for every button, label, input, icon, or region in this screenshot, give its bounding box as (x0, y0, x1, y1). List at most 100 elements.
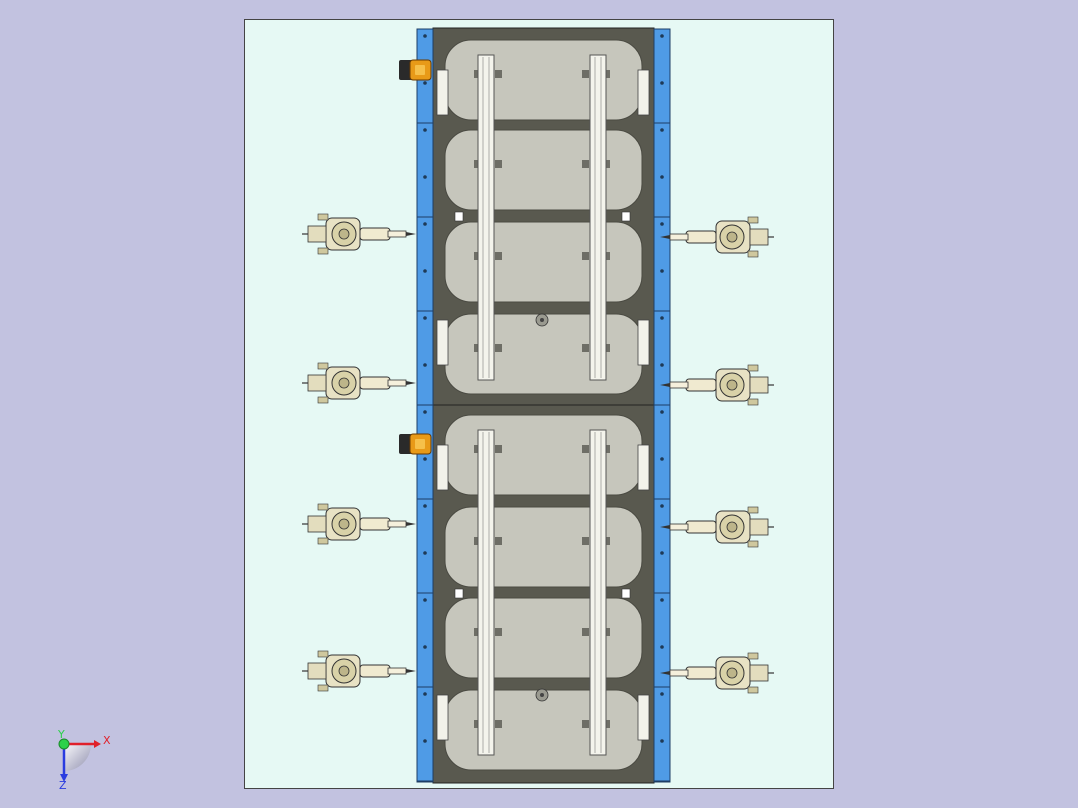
guide-tube (589, 54, 607, 381)
robot-rear-unit (749, 518, 769, 536)
robot-arm (685, 378, 717, 392)
robot-rear-unit (307, 662, 327, 680)
robot-forearm (387, 667, 407, 675)
robot-torch-tip (660, 525, 670, 529)
robot-torch-tip (660, 235, 670, 239)
rail-hole (423, 692, 427, 696)
panel-bolt (582, 628, 589, 636)
rail-hole (660, 504, 664, 508)
rail-hole (423, 598, 427, 602)
panel-bolt (495, 344, 502, 352)
carrier-panel (444, 129, 643, 211)
end-block (436, 444, 449, 491)
sensor-housing (399, 60, 412, 80)
robot-arms[interactable] (302, 213, 774, 694)
robot-top-bracket (317, 213, 329, 221)
robot-torch-tip (406, 522, 416, 526)
welding-robot[interactable] (660, 506, 774, 548)
triad-shadow-icon (64, 744, 91, 771)
carrier-panels (433, 39, 654, 771)
robot-joint-core (726, 667, 738, 679)
welding-robot[interactable] (660, 216, 774, 258)
robot-arm (359, 227, 391, 241)
robot-rear-unit (307, 225, 327, 243)
frame-marker (454, 588, 464, 599)
robot-forearm (669, 669, 689, 677)
frame-marker (621, 211, 631, 222)
rail-hole (423, 128, 427, 132)
robot-top-bracket (747, 652, 759, 660)
robot-top-bracket (747, 216, 759, 224)
welding-robot[interactable] (302, 503, 416, 545)
carrier-panel (444, 414, 643, 496)
robot-torch-tip (406, 381, 416, 385)
robot-arm (685, 666, 717, 680)
rail-hole (660, 34, 664, 38)
guide-tube (589, 429, 607, 756)
robot-joint-core (726, 521, 738, 533)
x-axis-label: X (103, 734, 111, 747)
end-block (637, 319, 650, 366)
robot-forearm (669, 523, 689, 531)
carrier-panel (444, 597, 643, 679)
welding-robot[interactable] (302, 362, 416, 404)
center-knob-dot (540, 693, 544, 697)
robot-forearm (387, 230, 407, 238)
carrier-panel (444, 221, 643, 303)
robot-bottom-bracket (317, 247, 329, 255)
sensor-housing (399, 434, 412, 454)
end-block (436, 69, 449, 116)
y-axis-icon (58, 738, 70, 750)
robot-rear-unit (749, 664, 769, 682)
robot-rear-unit (307, 374, 327, 392)
robot-bottom-bracket (317, 537, 329, 545)
z-arrow-icon (60, 774, 68, 782)
conveyor-frame[interactable] (432, 27, 655, 784)
rail-hole (423, 457, 427, 461)
left-side-rail[interactable] (416, 28, 434, 783)
rail-hole (660, 81, 664, 85)
panel-bolt (582, 537, 589, 545)
rail-hole (423, 363, 427, 367)
welding-robot[interactable] (660, 652, 774, 694)
panel-bolt (495, 628, 502, 636)
robot-rear-unit (307, 515, 327, 533)
rail-hole (660, 128, 664, 132)
end-block (436, 694, 449, 741)
panel-bolt (495, 537, 502, 545)
rail-hole (423, 222, 427, 226)
rail-hole (423, 316, 427, 320)
robot-joint-core (726, 231, 738, 243)
robot-torch-tip (406, 669, 416, 673)
end-block (436, 319, 449, 366)
rail-hole (423, 551, 427, 555)
frame-marker (621, 588, 631, 599)
rail-hole (660, 645, 664, 649)
panel-bolt (582, 445, 589, 453)
rail-hole (423, 504, 427, 508)
welding-robot[interactable] (660, 364, 774, 406)
welding-robot[interactable] (302, 650, 416, 692)
rail-hole (423, 34, 427, 38)
robot-top-bracket (317, 650, 329, 658)
sensors (399, 59, 432, 455)
panel-bolt (495, 252, 502, 260)
orientation-triad[interactable]: X Y Z (57, 728, 111, 792)
robot-arm (685, 520, 717, 534)
robot-bottom-bracket (747, 686, 759, 694)
robot-bottom-bracket (317, 684, 329, 692)
rail-hole (660, 598, 664, 602)
robot-bottom-bracket (747, 398, 759, 406)
robot-forearm (387, 520, 407, 528)
sensor-lens (415, 439, 425, 449)
rail-hole (423, 81, 427, 85)
right-side-rail[interactable] (653, 28, 671, 783)
robot-arm (685, 230, 717, 244)
panel-bolt (582, 344, 589, 352)
robot-torch-tip (406, 232, 416, 236)
carrier-panel (444, 39, 643, 121)
rail-hole (423, 645, 427, 649)
welding-robot[interactable] (302, 213, 416, 255)
end-block (637, 69, 650, 116)
